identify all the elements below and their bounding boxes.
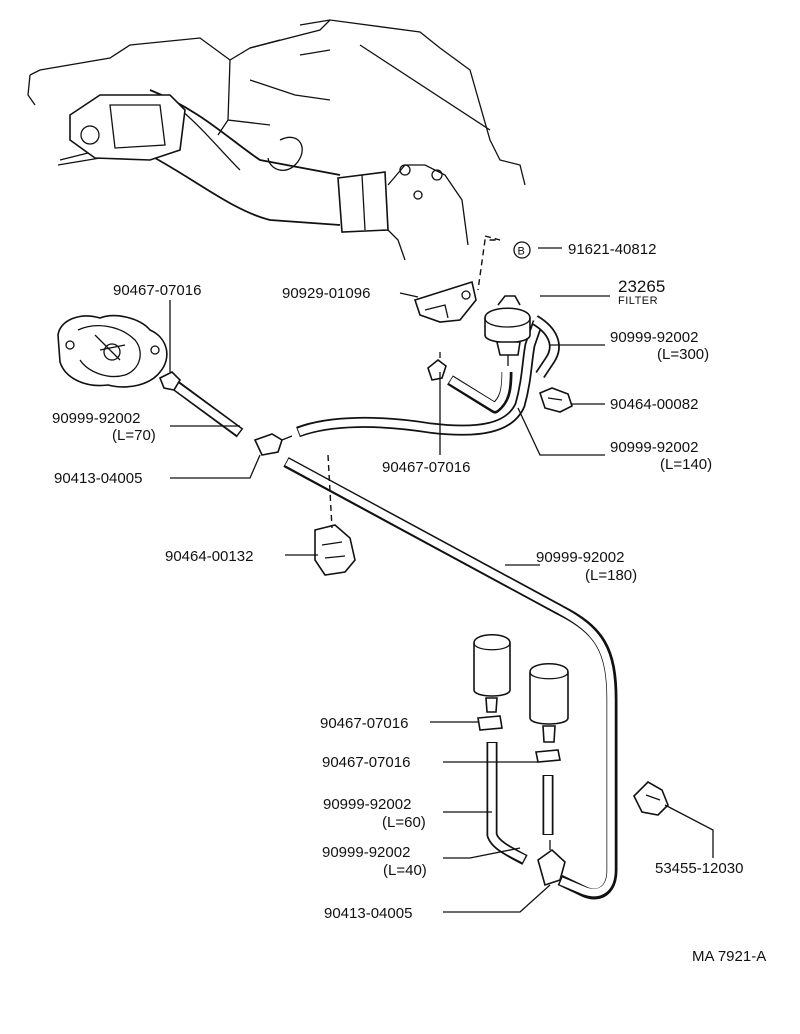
dashed-lines: [327, 235, 501, 529]
label-90999-92002-l70: 90999-92002: [52, 410, 140, 427]
label-90467-07016-c2: 90467-07016: [322, 754, 410, 771]
hoses: [171, 315, 618, 900]
label-90464-00132: 90464-00132: [165, 548, 253, 565]
label-90999-92002-l140: 90999-92002: [610, 439, 698, 456]
leader-lines: [169, 247, 714, 913]
label-l140: (L=140): [660, 456, 712, 473]
bolt-letter: B: [518, 246, 526, 258]
label-l70: (L=70): [112, 427, 156, 444]
label-90929-01096: 90929-01096: [282, 285, 370, 302]
label-l300: (L=300): [657, 346, 709, 363]
parts: [158, 280, 669, 887]
label-l180: (L=180): [585, 567, 637, 584]
label-23265: 23265: [618, 277, 665, 296]
diagram-id: MA 7921-A: [692, 948, 766, 965]
label-90999-92002-l40: 90999-92002: [322, 844, 410, 861]
label-90413-04005-bottom: 90413-04005: [324, 905, 412, 922]
label-53455-12030: 53455-12030: [655, 860, 743, 877]
label-90467-07016-mid: 90467-07016: [382, 459, 470, 476]
label-90999-92002-l60: 90999-92002: [323, 796, 411, 813]
label-l60: (L=60): [382, 814, 426, 831]
label-90413-04005-top: 90413-04005: [54, 470, 142, 487]
label-90999-92002-l180: 90999-92002: [536, 549, 624, 566]
engine-outline: [27, 19, 526, 261]
label-90467-07016-top: 90467-07016: [113, 282, 201, 299]
label-l40: (L=40): [383, 862, 427, 879]
part-labels: 91621-40812 23265 FILTER 90929-01096 904…: [52, 241, 766, 965]
bolt-symbol: [513, 241, 531, 259]
label-91621-40812: 91621-40812: [568, 241, 656, 258]
vacuum-unit: [57, 314, 168, 388]
label-90467-07016-c1: 90467-07016: [320, 715, 408, 732]
label-filter: FILTER: [618, 295, 658, 307]
label-90464-00082: 90464-00082: [610, 396, 698, 413]
label-90999-92002-l300: 90999-92002: [610, 329, 698, 346]
